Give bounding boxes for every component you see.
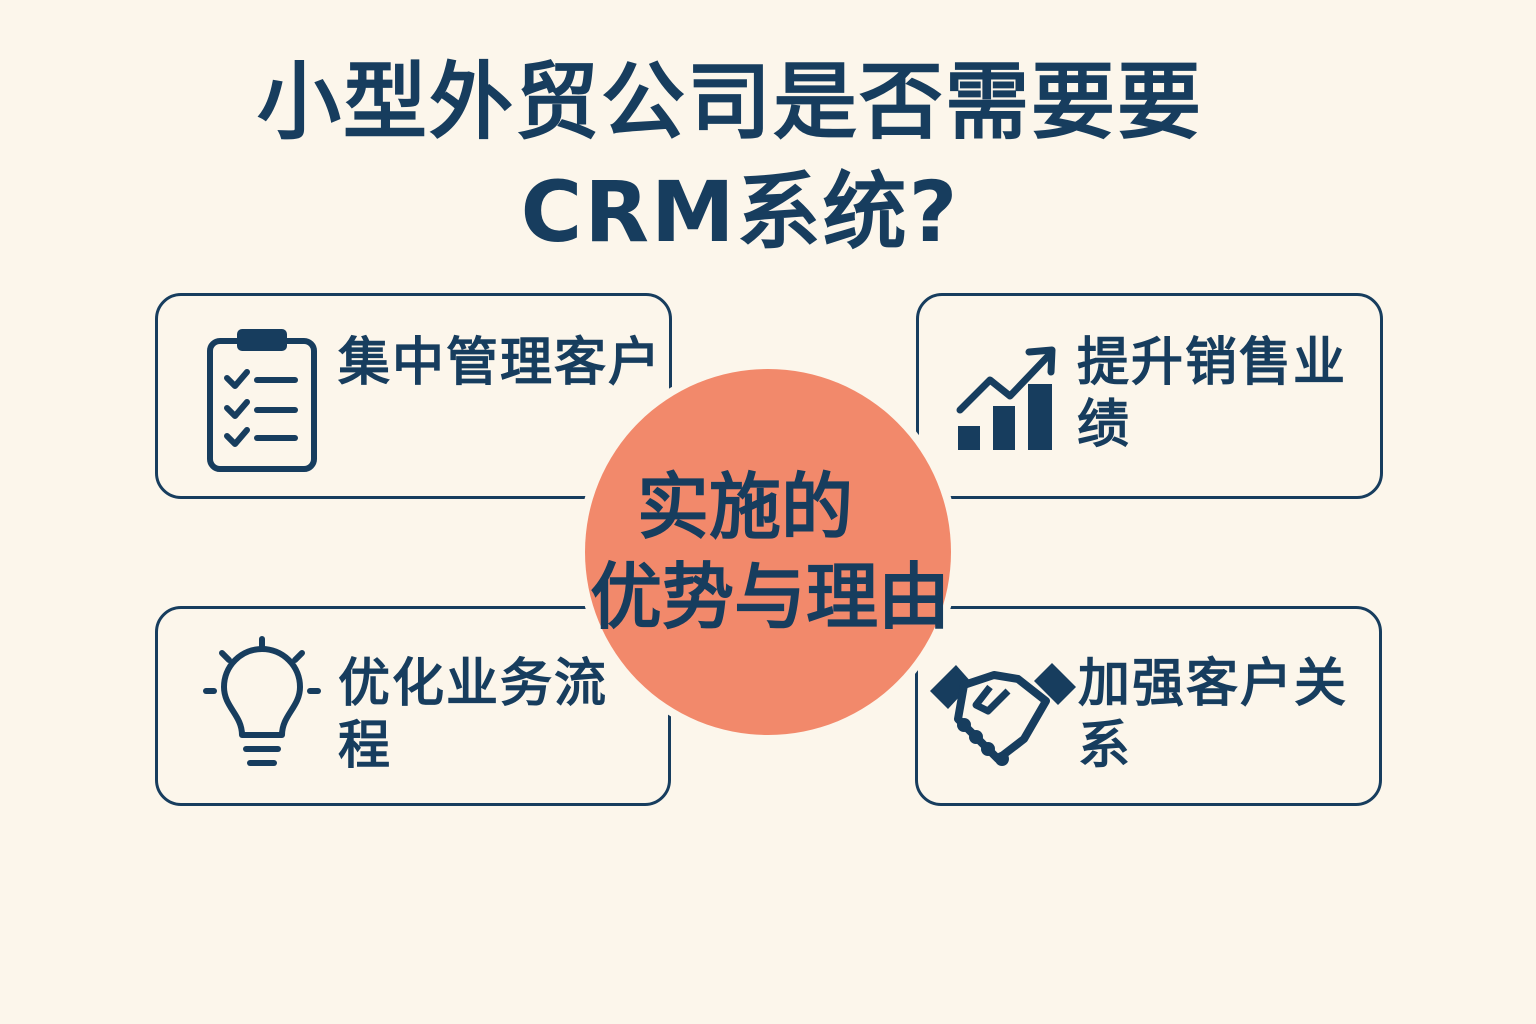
title-line-1: 小型外贸公司是否需要要 <box>256 53 1203 151</box>
card-label: 优化业务流程 <box>338 654 609 776</box>
title-line-2: CRM系统? <box>520 163 960 261</box>
lightbulb-icon <box>203 636 321 766</box>
center-text: 实施的 优势与理由 <box>560 462 980 642</box>
card-boost-sales: 提升销售业绩 <box>916 293 1383 499</box>
card-label: 集中管理客户 <box>338 333 663 393</box>
growth-chart-icon <box>956 346 1056 450</box>
handshake-icon <box>930 663 1076 766</box>
center-circle <box>585 369 951 735</box>
center-line-1: 实施的 <box>636 465 853 549</box>
center-line-2: 优势与理由 <box>589 555 950 639</box>
card-label: 提升销售业绩 <box>1077 333 1348 455</box>
card-centralized-customer-management: 集中管理客户 <box>155 293 672 499</box>
card-label: 加强客户关系 <box>1078 654 1349 776</box>
card-strengthen-customer-relationship: 加强客户关系 <box>915 606 1382 806</box>
clipboard-checklist-icon <box>207 329 317 472</box>
